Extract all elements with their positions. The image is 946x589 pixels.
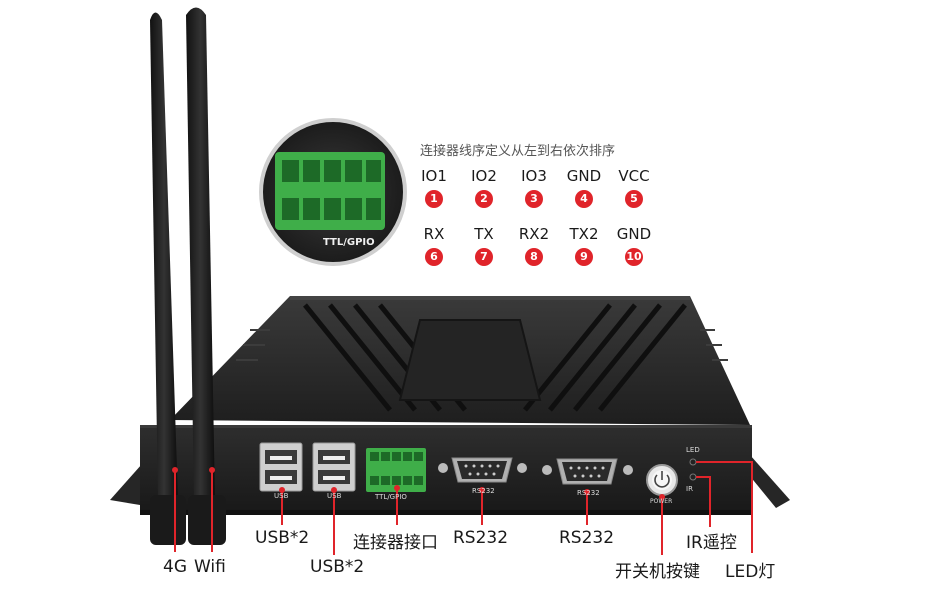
panel-rs232-label-2: RS232 [577, 489, 600, 497]
usb-port-group-1[interactable] [259, 442, 303, 492]
pin-num-8: 8 [525, 248, 543, 266]
usb-port-group-2[interactable] [312, 442, 356, 492]
rs232-port-2[interactable] [542, 458, 633, 485]
pin-name-10: GND [616, 225, 652, 243]
pin-name-9: TX2 [569, 225, 599, 243]
panel-rs232-label-1: RS232 [472, 487, 495, 495]
panel-ir-label: IR [686, 485, 693, 493]
rs232-port-1[interactable] [438, 457, 527, 483]
panel-power-label: POWER [650, 498, 673, 505]
inset-gpio-label: TTL/GPIO [323, 237, 375, 248]
pin-num-1: 1 [425, 190, 443, 208]
gpio-terminal-block[interactable] [366, 448, 426, 492]
pin-name-4: GND [566, 167, 602, 185]
panel-led-label: LED [686, 446, 700, 454]
connector-title: 连接器线序定义从左到右依次排序 [420, 144, 616, 159]
callout-lines [174, 461, 753, 555]
panel-gpio-label: TTL/GPIO [375, 493, 407, 501]
callout-wifi-antenna: Wifi [194, 557, 226, 577]
callout-rs232-2: RS232 [559, 528, 615, 548]
callout-4g-antenna: 4G [163, 557, 187, 577]
callout-rs232-1: RS232 [453, 528, 509, 548]
pin-num-2: 2 [475, 190, 493, 208]
callout-ir: IR遥控 [686, 533, 737, 553]
pin-name-3: IO3 [521, 167, 547, 185]
pin-num-10: 10 [625, 248, 643, 266]
connector-inset [259, 118, 407, 266]
pin-name-7: TX [474, 225, 494, 243]
power-button[interactable] [646, 464, 678, 496]
callout-connector: 连接器接口 [353, 533, 438, 553]
callout-led: LED灯 [725, 562, 776, 582]
callout-power-button: 开关机按键 [615, 562, 700, 582]
pin-name-1: IO1 [421, 167, 447, 185]
pin-name-5: VCC [618, 167, 650, 185]
callout-usb-1: USB*2 [255, 528, 310, 548]
panel-usb-label-2: USB [327, 492, 342, 500]
pin-num-7: 7 [475, 248, 493, 266]
pin-name-2: IO2 [471, 167, 497, 185]
heatsink-top [170, 296, 750, 425]
callout-usb-2: USB*2 [310, 557, 365, 577]
pin-num-6: 6 [425, 248, 443, 266]
pin-name-8: RX2 [518, 225, 550, 243]
pin-num-5: 5 [625, 190, 643, 208]
ir-receiver [689, 473, 697, 481]
mounting-bracket-right [745, 455, 790, 508]
pin-num-9: 9 [575, 248, 593, 266]
pin-num-3: 3 [525, 190, 543, 208]
panel-usb-label-1: USB [274, 492, 289, 500]
antenna-wifi [186, 7, 226, 545]
led-indicator [689, 458, 697, 466]
pin-num-4: 4 [575, 190, 593, 208]
pin-name-6: RX [423, 225, 445, 243]
antenna-4g [150, 12, 186, 545]
